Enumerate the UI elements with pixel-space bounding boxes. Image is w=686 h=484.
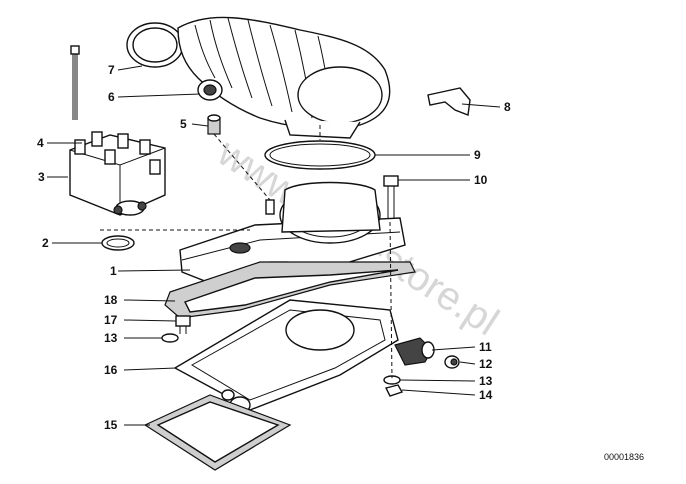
callout-2: 2 bbox=[42, 236, 49, 250]
leader-lines bbox=[47, 65, 501, 426]
callout-11: 11 bbox=[479, 340, 492, 354]
callout-10: 10 bbox=[474, 173, 488, 187]
callout-12: 12 bbox=[479, 357, 493, 371]
callout-8: 8 bbox=[504, 100, 511, 114]
callout-9: 9 bbox=[474, 148, 481, 162]
sensor-parts-right bbox=[383, 337, 460, 397]
gasket-lower bbox=[143, 394, 292, 471]
callout-16: 16 bbox=[104, 363, 118, 377]
clamp-ring bbox=[264, 140, 376, 170]
small-cylinder bbox=[207, 114, 221, 135]
distributor-cap bbox=[69, 131, 166, 216]
bolt-and-washer-left bbox=[161, 315, 191, 343]
base-plate bbox=[173, 299, 399, 414]
callout-7: 7 bbox=[108, 63, 115, 77]
throttle-housing bbox=[179, 181, 406, 286]
callout-1: 1 bbox=[110, 264, 117, 278]
intake-bellows bbox=[126, 16, 391, 139]
clip-part bbox=[427, 87, 471, 116]
callout-15: 15 bbox=[104, 418, 118, 432]
callout-13-right: 13 bbox=[479, 374, 493, 388]
callout-14: 14 bbox=[479, 388, 493, 402]
screw bbox=[383, 175, 399, 222]
assembly-guides bbox=[100, 125, 393, 379]
callout-5: 5 bbox=[180, 117, 187, 131]
callout-6: 6 bbox=[108, 90, 115, 104]
callout-18: 18 bbox=[104, 293, 118, 307]
callout-13-left: 13 bbox=[104, 331, 118, 345]
callout-3: 3 bbox=[38, 170, 45, 184]
callout-labels: 1 2 3 4 5 6 7 8 9 10 11 12 13 13 14 15 1… bbox=[37, 63, 511, 432]
long-bolt bbox=[70, 45, 80, 120]
diagram-reference-number: 00001836 bbox=[604, 452, 644, 462]
callout-4: 4 bbox=[37, 136, 44, 150]
callout-17: 17 bbox=[104, 313, 118, 327]
